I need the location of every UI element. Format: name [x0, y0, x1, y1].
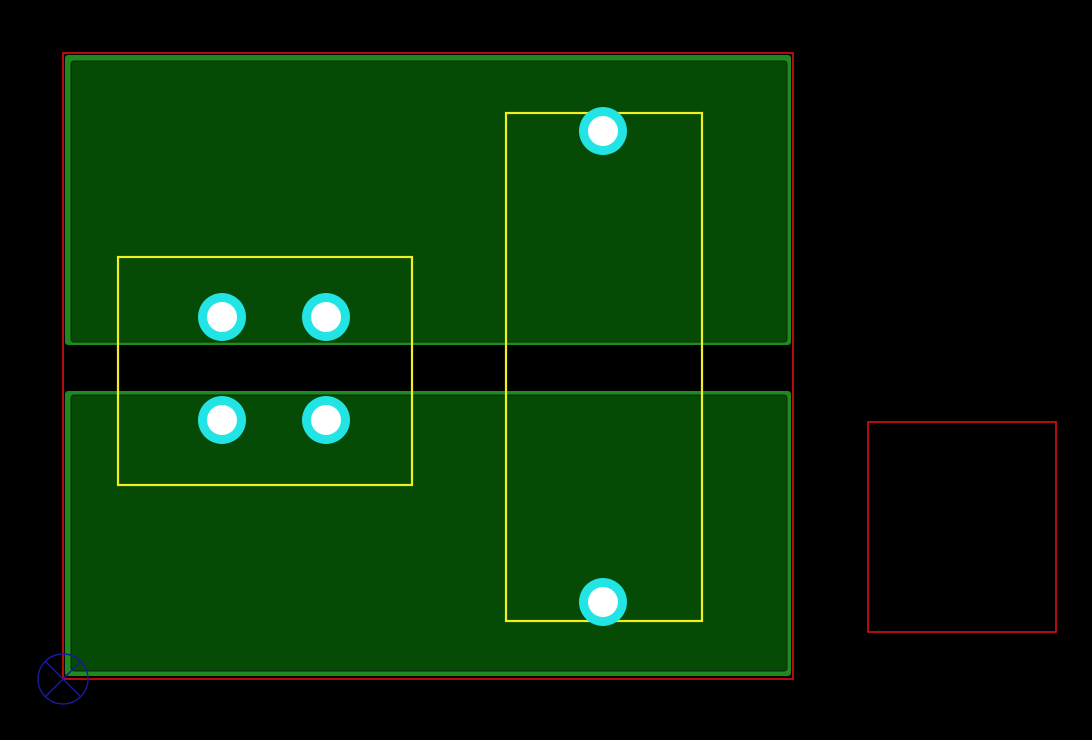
board-outline-main[interactable] [62, 52, 794, 680]
board-outline-secondary[interactable] [867, 421, 1057, 633]
component-outline-quad[interactable] [116, 255, 414, 487]
pad[interactable] [302, 396, 350, 444]
pad[interactable] [579, 107, 627, 155]
pad[interactable] [302, 293, 350, 341]
copper-pour-bottom-fill [70, 394, 788, 672]
origin-circle [37, 653, 89, 705]
copper-pour-top-fill [70, 60, 788, 343]
pad-drill [207, 302, 237, 332]
origin-line-b [44, 660, 82, 698]
copper-pour-bottom[interactable] [65, 391, 791, 676]
pad-drill [588, 116, 618, 146]
pad[interactable] [198, 396, 246, 444]
origin-crosshair-icon [37, 653, 89, 705]
pad-drill [311, 405, 341, 435]
pad-drill [311, 302, 341, 332]
pads[interactable] [198, 107, 627, 626]
pad[interactable] [579, 578, 627, 626]
pad-drill [207, 405, 237, 435]
pad-drill [588, 587, 618, 617]
copper-pour-top[interactable] [65, 55, 791, 345]
pad[interactable] [198, 293, 246, 341]
